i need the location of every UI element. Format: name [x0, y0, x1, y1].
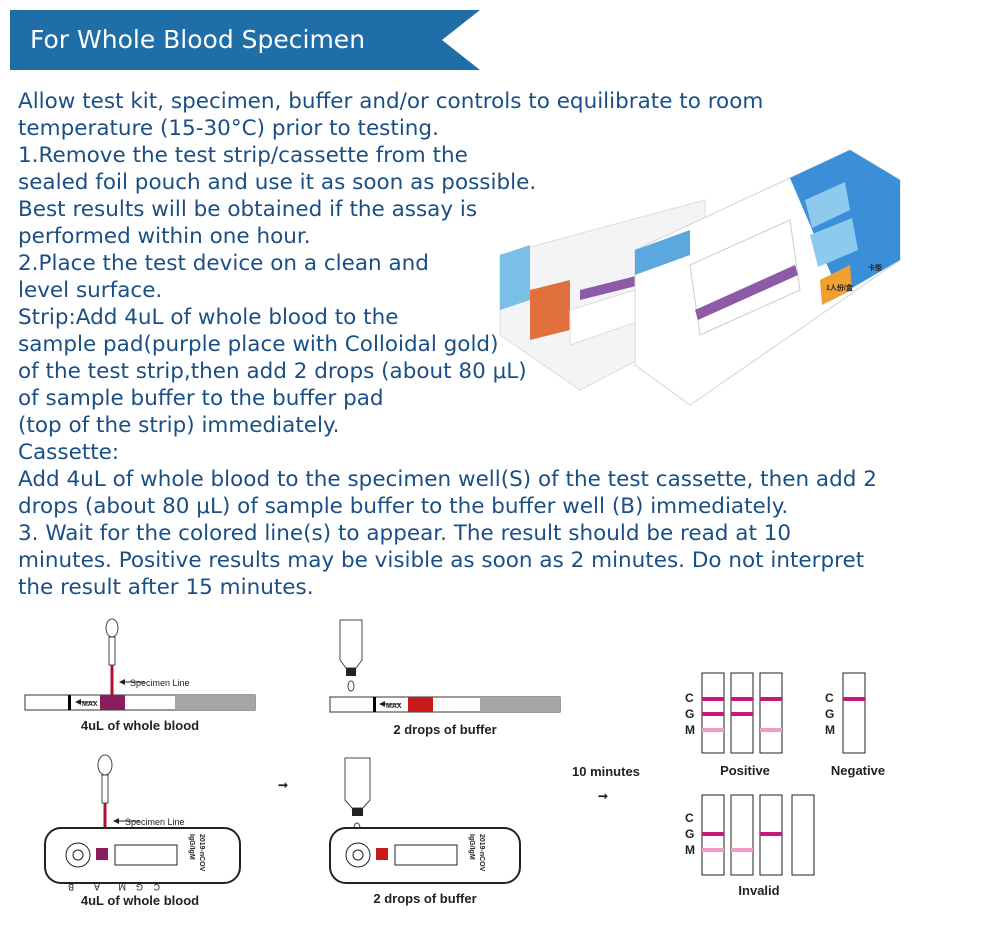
cassette-type: IgG/IgM [188, 834, 195, 860]
instruction-line: the result after 15 minutes. [18, 575, 314, 600]
instruction-line: minutes. Positive results may be visible… [18, 548, 865, 573]
instruction-line: of sample buffer to the buffer pad [18, 386, 384, 411]
max-marker [68, 695, 71, 710]
strip-buffer-caption: 2 drops of buffer [393, 722, 496, 737]
letter-g: G [685, 707, 694, 721]
result-positive-group: C G M Positive [685, 672, 783, 778]
instruction-line: Add 4uL of whole blood to the specimen w… [18, 467, 877, 492]
cassette-brand-2: 2019-nCOV [478, 834, 485, 872]
letter-c: C [685, 811, 694, 825]
instruction-line: Best results will be obtained if the ass… [18, 197, 478, 222]
strip-blood-caption: 4uL of whole blood [81, 718, 199, 733]
letter-c: C [685, 691, 694, 705]
dropper-tip-icon [352, 808, 363, 816]
instruction-line: 2.Place the test device on a clean and [18, 251, 429, 276]
arrow-right-icon: ➞ [278, 778, 288, 792]
cassette-blood-step: Specimen Line B A M G C 2019-nCOV IgG/Ig… [44, 754, 241, 908]
result-negative-group: C G M Negative [825, 672, 885, 778]
instruction-line: level surface. [18, 278, 163, 303]
strip-blood-step: MAX Specimen Line 4uL of whole blood [24, 618, 256, 733]
specimen-well [96, 848, 108, 860]
dropper-tip-icon [346, 668, 356, 676]
cassette-letter-a: A [94, 882, 100, 892]
cassette-letter-c: C [153, 882, 160, 892]
instruction-line: 1.Remove the test strip/cassette from th… [18, 143, 468, 168]
positive-label: Positive [720, 763, 770, 778]
instruction-line: (top of the strip) immediately. [18, 413, 340, 438]
max-label-2: MAX [386, 703, 402, 710]
instruction-line: 3. Wait for the colored line(s) to appea… [18, 521, 792, 546]
specimen-line-label: Specimen Line [130, 678, 190, 688]
instruction-line: performed within one hour. [18, 224, 311, 249]
letter-m: M [685, 723, 695, 737]
banner-shape [10, 10, 480, 70]
negative-label: Negative [831, 763, 885, 778]
instruction-line: of the test strip,then add 2 drops (abou… [18, 359, 527, 384]
dropper-bottle-icon [344, 757, 371, 809]
pipette-bulb-icon [97, 754, 113, 776]
wait-label: 10 minutes [572, 764, 640, 779]
cassette-blood-caption: 4uL of whole blood [81, 893, 199, 908]
pipette-icon [108, 636, 116, 666]
cassette-letter-b: B [68, 882, 74, 892]
instruction-line: Allow test kit, specimen, buffer and/or … [18, 89, 764, 114]
letter-c: C [825, 691, 834, 705]
letter-g: G [825, 707, 834, 721]
instruction-line: sealed foil pouch and use it as soon as … [18, 170, 537, 195]
letter-m: M [825, 723, 835, 737]
letter-m: M [685, 843, 695, 857]
test-kit-box-image: 1人份/盒 卡型 [499, 149, 901, 406]
strip-buffer-step: MAX 2 drops of buffer [329, 619, 561, 737]
section-banner: For Whole Blood Specimen [10, 10, 480, 70]
cassette-letter-g: G [136, 882, 143, 892]
sample-pad [100, 695, 125, 710]
pipette-bulb-icon [105, 618, 119, 638]
max-label: MAX [82, 701, 98, 708]
pipette-icon [101, 774, 109, 804]
cassette-buffer-caption: 2 drops of buffer [373, 891, 476, 906]
result-window [114, 844, 178, 866]
absorbent-pad [175, 695, 255, 710]
instruction-line: Strip:Add 4uL of whole blood to the [18, 305, 399, 330]
arrow-right-icon-2: ➞ [598, 789, 608, 803]
specimen-line-label-2: Specimen Line [125, 817, 185, 827]
instruction-line: sample pad(purple place with Colloidal g… [18, 332, 499, 357]
buffer-pad [408, 697, 433, 712]
instruction-line: drops (about 80 μL) of sample buffer to … [18, 494, 789, 519]
result-invalid-group: C G M Invalid [685, 794, 815, 898]
cassette-letter-m: M [119, 882, 127, 892]
buffer-well-filled [376, 848, 388, 860]
box-corner-text: 卡型 [868, 263, 882, 272]
instruction-line: temperature (15-30°C) prior to testing. [18, 116, 439, 141]
instructions-text: Allow test kit, specimen, buffer and/or … [18, 88, 918, 601]
cassette-buffer-step: 2019-nCOV IgG/IgM 2 drops of buffer [329, 757, 521, 906]
invalid-label: Invalid [738, 883, 779, 898]
cassette-type-2: IgG/IgM [468, 834, 475, 860]
dropper-bottle-icon [339, 619, 363, 669]
letter-g: G [685, 827, 694, 841]
drop-icon [347, 680, 355, 692]
instruction-line: Cassette: [18, 440, 120, 465]
box-sticker-text: 1人份/盒 [826, 283, 854, 292]
cassette-brand: 2019-nCOV [198, 834, 205, 872]
banner-title: For Whole Blood Specimen [30, 25, 366, 54]
procedure-diagram: MAX Specimen Line 4uL of whole blood MAX… [24, 618, 885, 908]
